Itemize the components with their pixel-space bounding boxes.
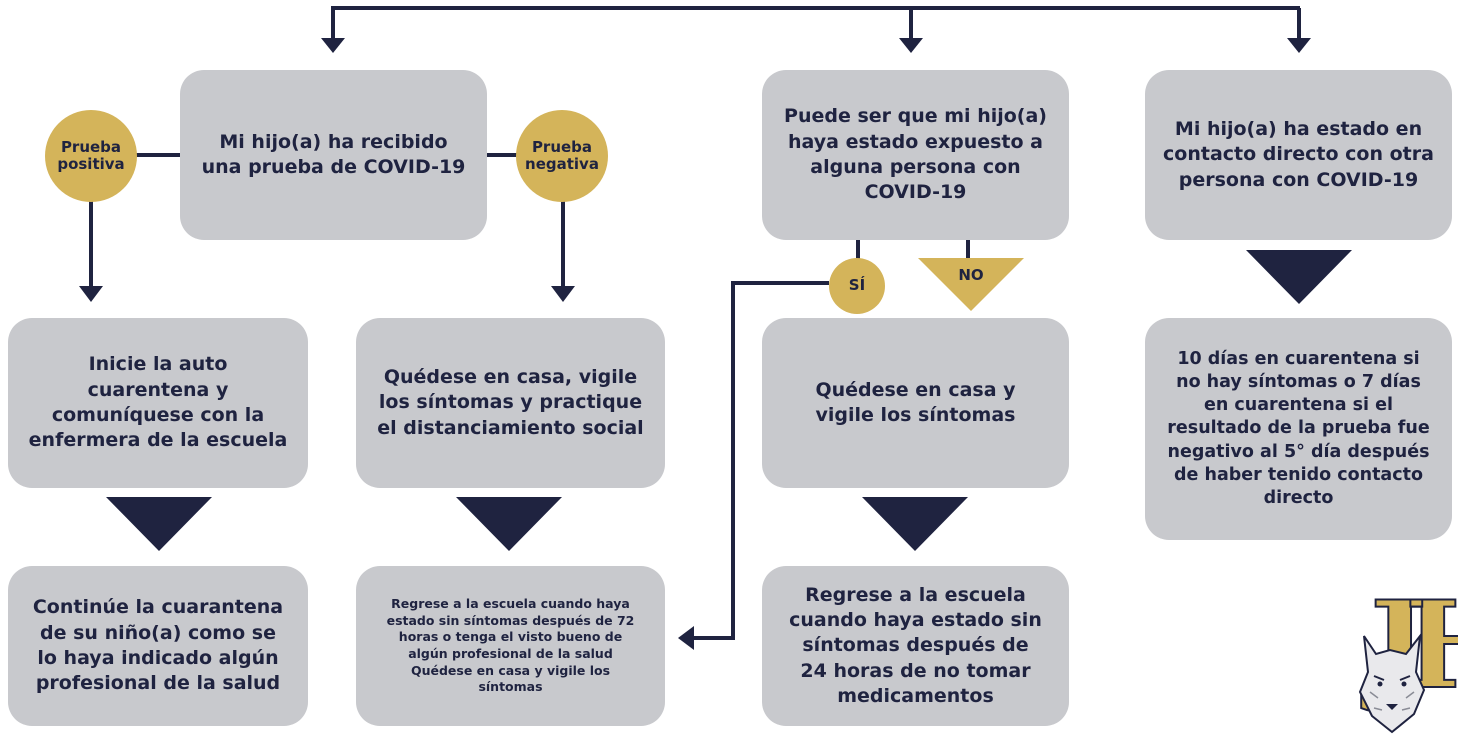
school-logo: JH	[1350, 592, 1458, 736]
arrow-head-yes	[678, 626, 694, 650]
direct-contact-box: Mi hijo(a) ha estado en contacto directo…	[1145, 70, 1452, 240]
arrow-head-1	[321, 38, 345, 53]
positive-action-text: Inicie la auto cuarentena y comuníquese …	[28, 353, 288, 452]
yes-route-line	[694, 281, 829, 640]
arrow-head-2	[899, 38, 923, 53]
no-action-box: Quédese en casa y vigile los síntomas	[762, 318, 1069, 488]
test-received-box: Mi hijo(a) ha recibido una prueba de COV…	[180, 70, 487, 240]
positive-result-box: Continúe la cuarantena de su niño(a) com…	[8, 566, 308, 726]
big-arrow-negative	[456, 497, 562, 551]
big-arrow-positive	[106, 497, 212, 551]
arrow-head-negative	[551, 286, 575, 302]
negative-action-box: Quédese en casa, vigile los síntomas y p…	[356, 318, 665, 488]
negative-test-badge: Prueba negativa	[516, 110, 608, 202]
negative-result-box: Regrese a la escuela cuando haya estado …	[356, 566, 665, 726]
no-action-text: Quédese en casa y vigile los síntomas	[815, 378, 1016, 426]
arrow-head-3	[1287, 38, 1311, 53]
contact-action-box: 10 días en cuarentena si no hay síntomas…	[1145, 318, 1452, 540]
positive-test-label: Prueba positiva	[57, 137, 125, 173]
contact-action-text: 10 días en cuarentena si no hay síntomas…	[1167, 348, 1430, 509]
negative-action-text: Quédese en casa, vigile los síntomas y p…	[377, 366, 644, 439]
negative-result-text: Regrese a la escuela cuando haya estado …	[386, 596, 635, 695]
no-label: NO	[958, 266, 984, 284]
test-received-text: Mi hijo(a) ha recibido una prueba de COV…	[201, 130, 466, 178]
positive-test-badge: Prueba positiva	[45, 110, 137, 202]
maybe-exposed-text: Puede ser que mi hijo(a) haya estado exp…	[784, 105, 1047, 204]
positive-action-box: Inicie la auto cuarentena y comuníquese …	[8, 318, 308, 488]
no-result-box: Regrese a la escuela cuando haya estado …	[762, 566, 1069, 726]
arrow-head-positive	[79, 286, 103, 302]
wolf-icon	[1358, 632, 1426, 734]
no-triangle	[918, 258, 1024, 311]
big-arrow-no	[862, 497, 968, 551]
direct-contact-text: Mi hijo(a) ha estado en contacto directo…	[1163, 118, 1434, 191]
yes-label: SÍ	[848, 276, 866, 295]
yes-badge: SÍ	[829, 258, 885, 314]
positive-result-text: Continúe la cuarantena de su niño(a) com…	[32, 596, 284, 695]
big-arrow-contact	[1246, 250, 1352, 304]
negative-test-label: Prueba negativa	[525, 137, 599, 173]
no-result-text: Regrese a la escuela cuando haya estado …	[789, 583, 1042, 707]
maybe-exposed-box: Puede ser que mi hijo(a) haya estado exp…	[762, 70, 1069, 240]
